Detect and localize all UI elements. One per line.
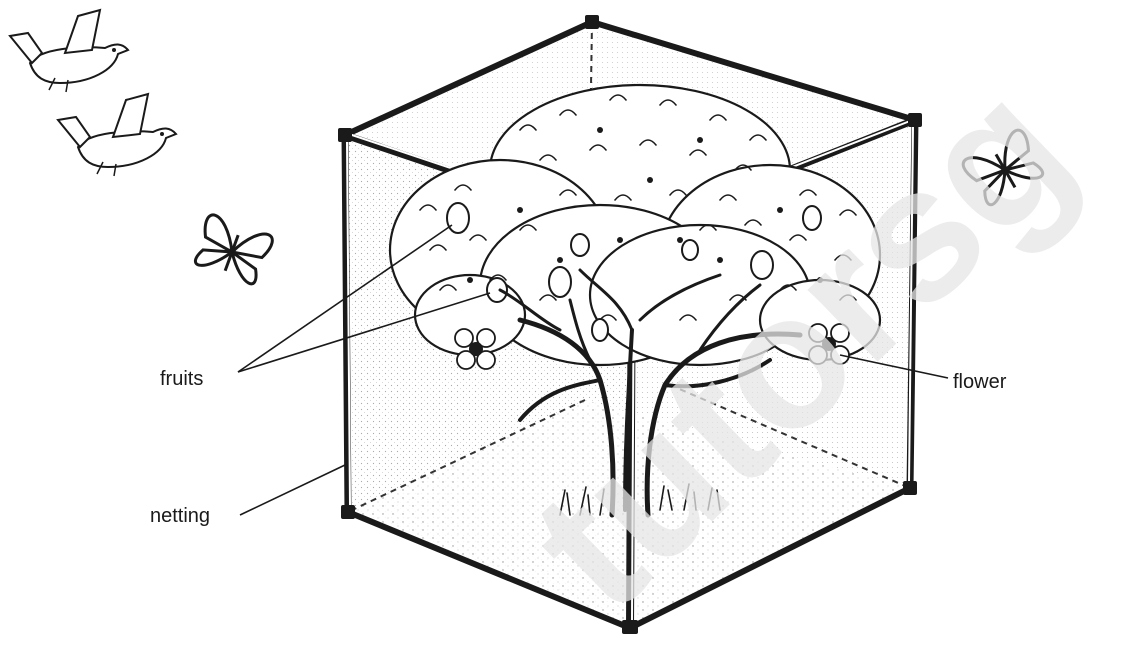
fruit <box>447 203 469 233</box>
fruit <box>571 234 589 256</box>
fruit <box>487 278 507 302</box>
fruit <box>751 251 773 279</box>
label-fruits: fruits <box>160 368 203 391</box>
fruit <box>549 267 571 297</box>
butterfly-icon <box>191 213 274 286</box>
fruit <box>682 240 698 260</box>
fruit <box>803 206 821 230</box>
fruit <box>592 319 608 341</box>
butterfly-icon <box>961 128 1047 208</box>
bird-icon <box>10 10 128 92</box>
label-flower: flower <box>953 371 1006 394</box>
bird-icon <box>58 94 176 176</box>
leader-line-netting <box>240 465 345 515</box>
label-netting: netting <box>150 505 210 528</box>
